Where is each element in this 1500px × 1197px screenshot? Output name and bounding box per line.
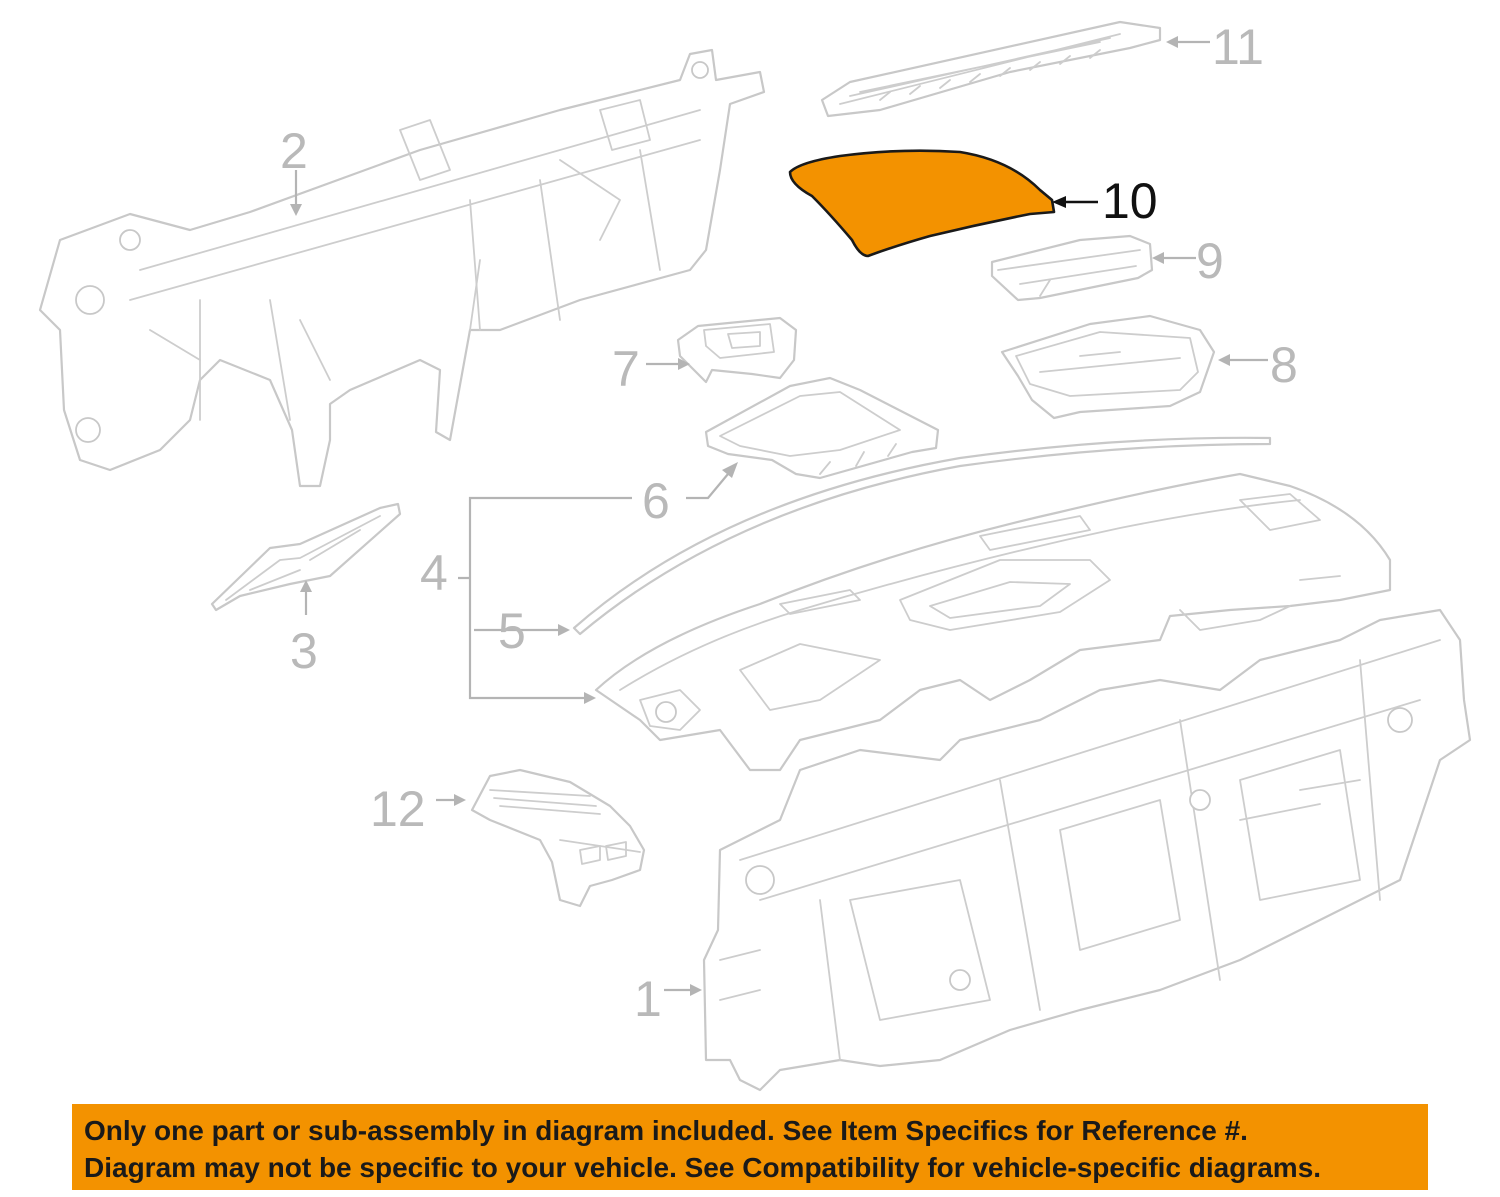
part-9-tray	[990, 234, 1154, 302]
leader-3-arrow	[300, 580, 312, 592]
part-4-instrument-panel	[594, 472, 1392, 772]
leader-6-arrow	[722, 462, 738, 478]
callout-8: 8	[1270, 337, 1298, 393]
callout-3: 3	[290, 623, 318, 679]
leader-10-arrow	[1052, 196, 1066, 208]
leader-9-arrow	[1152, 252, 1164, 264]
part-11-defroster-grille	[820, 20, 1162, 118]
part-7-switch-bezel	[676, 316, 798, 384]
callout-7: 7	[612, 341, 640, 397]
callout-11: 11	[1212, 19, 1264, 75]
part-8-storage-bin	[1000, 314, 1216, 420]
callout-12: 12	[370, 781, 426, 837]
leader-11-arrow	[1166, 36, 1178, 48]
parts-diagram: 2 3 4 5 6 7 8 9 10 11 12 1	[38, 19, 1472, 1092]
callout-2: 2	[280, 123, 308, 179]
callout-1: 1	[634, 971, 662, 1027]
leader-4-arrow	[584, 692, 596, 704]
callout-9: 9	[1196, 233, 1224, 289]
callout-4: 4	[420, 545, 448, 601]
disclaimer-banner: Only one part or sub-assembly in diagram…	[72, 1104, 1428, 1190]
part-2-cross-car-beam	[38, 48, 766, 488]
part-12-vent	[470, 768, 646, 908]
callout-6: 6	[642, 473, 670, 529]
part-10-compartment-lid	[788, 149, 1056, 258]
disclaimer-line-2: Diagram may not be specific to your vehi…	[84, 1152, 1322, 1183]
leader-2-arrow	[290, 204, 302, 216]
part-6-center-trim	[704, 376, 940, 480]
callout-10: 10	[1102, 173, 1158, 229]
leader-5-arrow	[558, 624, 570, 636]
leader-1-arrow	[690, 984, 702, 996]
leader-lines	[290, 36, 1268, 996]
disclaimer-line-1: Only one part or sub-assembly in diagram…	[84, 1115, 1248, 1146]
part-5-moulding	[572, 436, 1272, 636]
part-3-bracket	[210, 502, 402, 612]
leader-4-bracket	[458, 496, 632, 700]
leader-6	[686, 473, 729, 500]
callout-5: 5	[498, 603, 526, 659]
part-1-panel-carrier	[702, 608, 1472, 1092]
leader-7-arrow	[678, 358, 690, 370]
leader-8-arrow	[1218, 354, 1230, 366]
leader-12-arrow	[454, 794, 466, 806]
